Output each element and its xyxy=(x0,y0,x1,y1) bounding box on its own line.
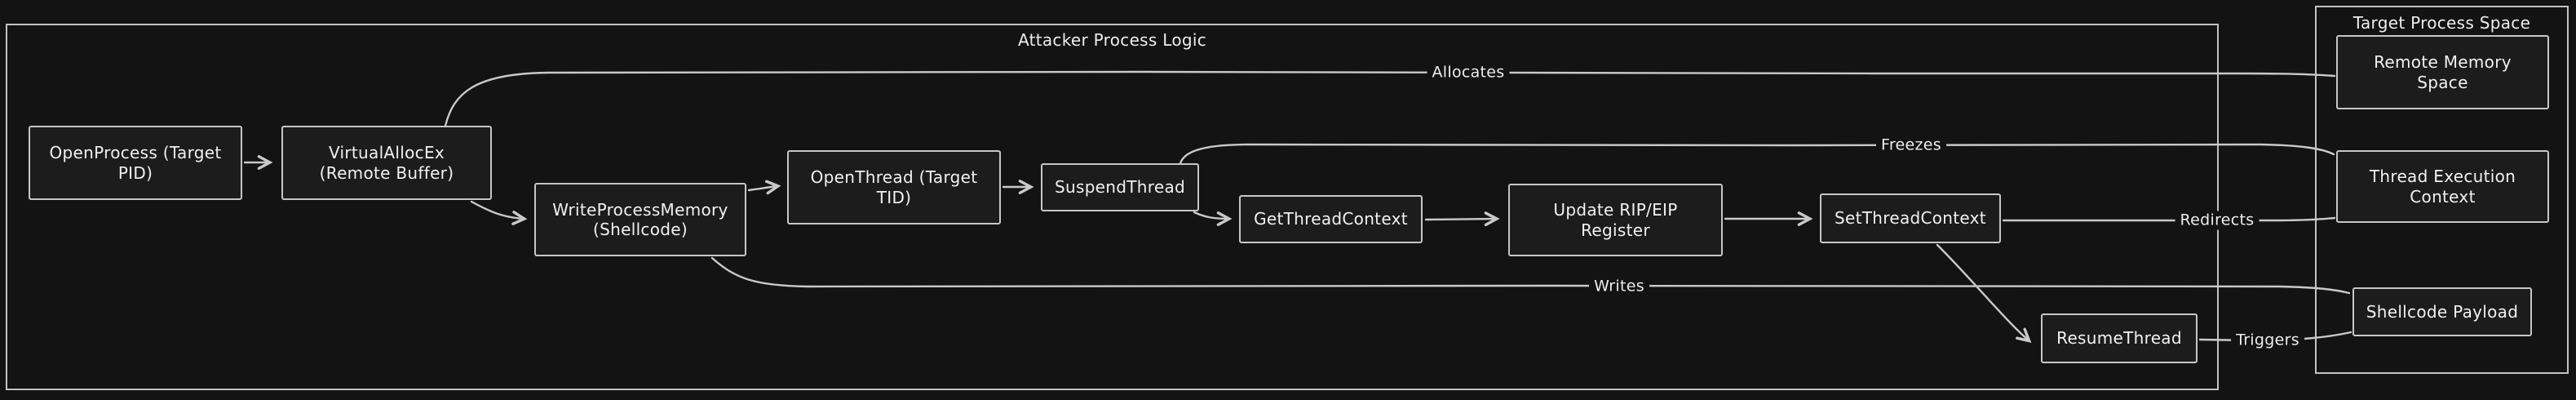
node-getthreadcontext: GetThreadContext xyxy=(1239,195,1423,243)
edge-setthreadcontext-resumethread xyxy=(1936,243,2029,340)
edge-label-freezes: Freezes xyxy=(1876,136,1946,155)
node-suspendthread: SuspendThread xyxy=(1041,163,1199,211)
edge-label-triggers: Triggers xyxy=(2231,331,2304,350)
edge-writeprocessmemory-shellcode-writes xyxy=(710,256,2351,295)
target-container-title: Target Process Space xyxy=(2352,13,2531,33)
node-writeprocessmemory: WriteProcessMemory (Shellcode) xyxy=(534,183,746,256)
edge-label-allocates: Allocates xyxy=(1427,63,1510,82)
edge-virtualallocex-remotememory-allocates xyxy=(444,70,2336,127)
edge-writeprocessmemory-openthread xyxy=(747,186,777,190)
node-update-rip-eip-register: Update RIP/EIP Register xyxy=(1508,184,1723,256)
node-remote-memory-space: Remote Memory Space xyxy=(2336,35,2549,109)
edge-getthreadcontext-updaterip xyxy=(1424,219,1496,220)
attacker-container-title: Attacker Process Logic xyxy=(1017,30,1207,50)
edge-virtualallocex-writeprocessmemory xyxy=(470,200,524,219)
node-shellcode-payload: Shellcode Payload xyxy=(2352,287,2532,336)
node-openthread: OpenThread (Target TID) xyxy=(787,150,1001,224)
node-setthreadcontext: SetThreadContext xyxy=(1820,193,2001,243)
node-virtualallocex: VirtualAllocEx (Remote Buffer) xyxy=(281,126,492,200)
edge-suspendthread-threadcontext-freezes xyxy=(1179,143,2335,165)
target-process-space-container xyxy=(2315,6,2569,374)
node-openprocess: OpenProcess (Target PID) xyxy=(29,126,242,200)
attacker-process-logic-container xyxy=(6,24,2219,390)
node-resumethread: ResumeThread xyxy=(2041,313,2198,363)
edge-label-redirects: Redirects xyxy=(2175,211,2260,230)
edge-label-writes: Writes xyxy=(1589,277,1649,296)
edge-suspendthread-getthreadcontext xyxy=(1193,211,1228,219)
node-thread-execution-context: Thread Execution Context xyxy=(2336,150,2549,223)
edge-setthreadcontext-threadcontext-redirects xyxy=(2002,216,2336,222)
